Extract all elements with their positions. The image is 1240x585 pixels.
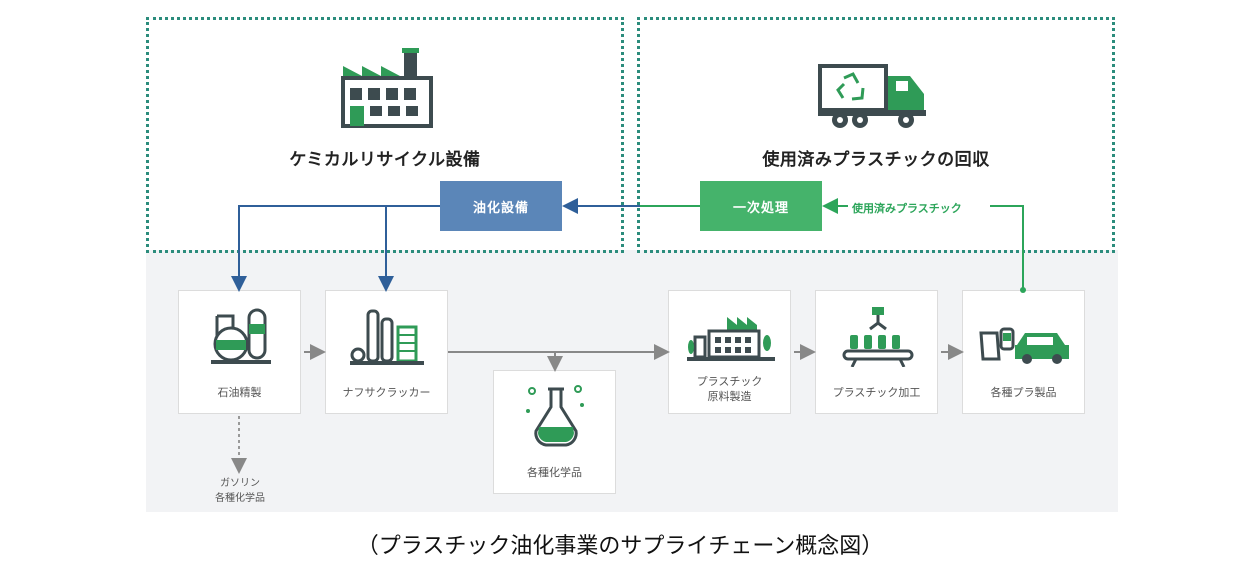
factory-icon	[341, 48, 433, 128]
conveyor-icon	[842, 307, 914, 367]
node-plastic-processing: プラスチック加工	[815, 290, 938, 414]
output-chemicals: 各種化学品	[215, 493, 265, 504]
node-label: ナフサクラッカー	[342, 386, 431, 399]
collection-section	[637, 17, 1115, 253]
used-plastic-label: 使用済みプラスチック	[852, 202, 962, 215]
node-plastic-raw-material: プラスチック 原料製造	[668, 290, 791, 414]
chemical-recycling-title: ケミカルリサイクル設備	[289, 150, 481, 170]
cracker-icon	[350, 309, 424, 365]
node-oil-refining: 石油精製	[178, 290, 301, 414]
recycling-truck-icon	[818, 64, 926, 128]
node-plastic-products: 各種プラ製品	[962, 290, 1085, 414]
plastic-plant-icon	[687, 317, 775, 361]
node-label-line2: 原料製造	[707, 390, 752, 403]
flask-icon	[526, 385, 584, 447]
output-gasoline: ガソリン	[220, 478, 260, 489]
arrow-used-plastic-up	[990, 205, 1024, 290]
node-label: 石油精製	[217, 386, 262, 399]
node-chemicals: 各種化学品	[493, 370, 616, 494]
arrow-to-refining	[231, 205, 440, 292]
node-naphtha-cracker: ナフサクラッカー	[325, 290, 448, 414]
products-car-icon	[979, 327, 1069, 364]
node-label: プラスチック加工	[832, 386, 921, 399]
diagram-caption: （プラスチック油化事業のサプライチェーン概念図）	[356, 534, 884, 559]
node-label: 各種化学品	[527, 466, 582, 479]
collection-title: 使用済みプラスチックの回収	[762, 150, 990, 170]
primary-treatment: 一次処理	[700, 181, 822, 231]
refinery-icon	[211, 308, 271, 364]
node-label-line1: プラスチック	[696, 375, 763, 388]
node-label: 各種プラ製品	[990, 386, 1057, 399]
oil-conversion-facility: 油化設備	[440, 181, 562, 231]
process-area	[146, 250, 1118, 512]
